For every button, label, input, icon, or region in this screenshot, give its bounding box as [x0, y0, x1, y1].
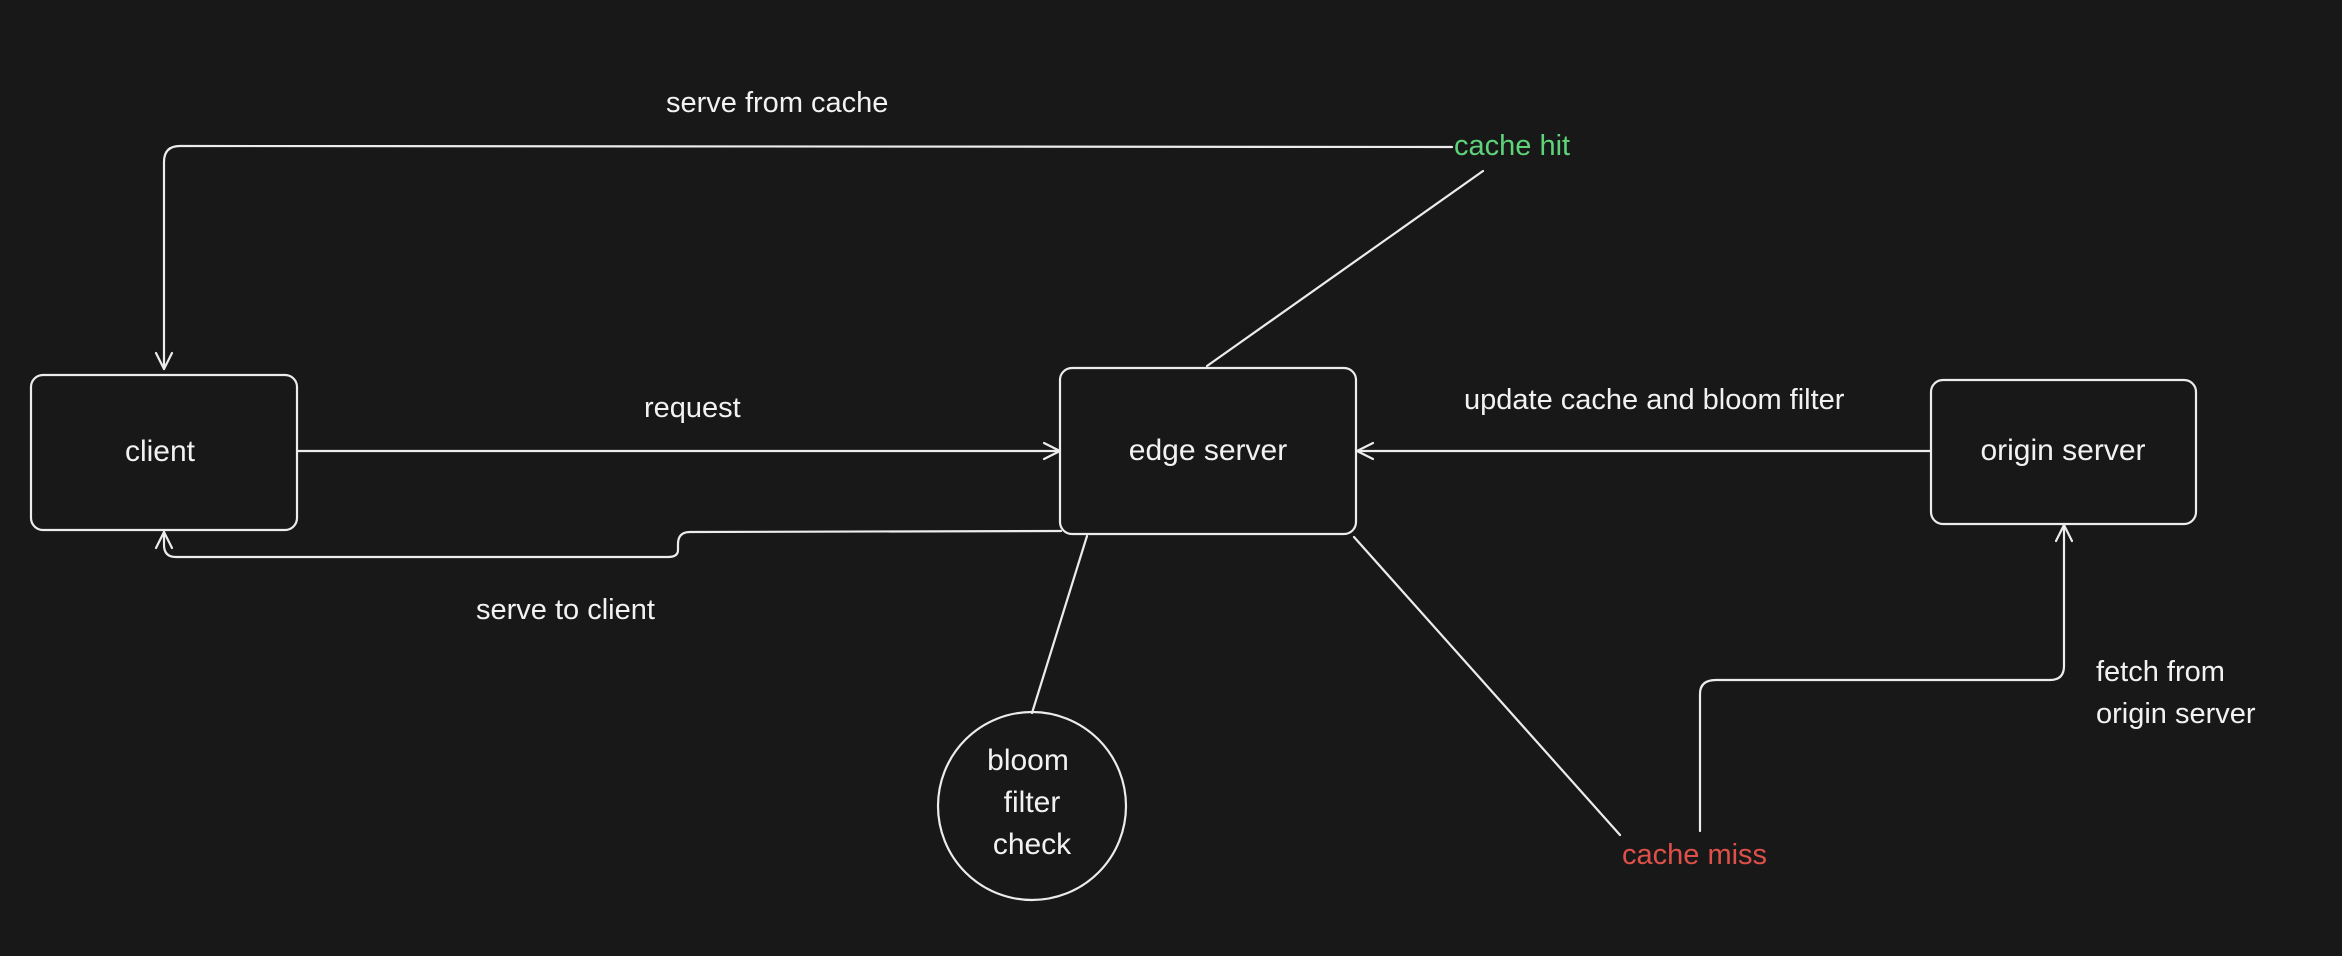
edge-server-box [1058, 366, 1358, 536]
origin-server-node: origin server [1929, 378, 2198, 526]
fetch-from-origin-arrow [1698, 523, 2074, 833]
fetch-from-origin-label-line-1: fetch from [2096, 656, 2225, 688]
cache-miss-label: cache miss [1622, 839, 1767, 871]
request-label: request [644, 392, 741, 424]
update-cache-label: update cache and bloom filter [1464, 384, 1845, 416]
client-label: client [125, 435, 196, 468]
cache-hit-label: cache hit [1454, 130, 1570, 162]
serve-to-client-arrow [154, 529, 1063, 559]
client-node: client [29, 373, 299, 532]
bloom-filter-check-label-line-3: check [993, 828, 1072, 861]
edge-server-node: edge server [1058, 366, 1358, 536]
fetch-from-origin-label-line-2: origin server [2096, 698, 2256, 730]
bloom-filter-check-label-line-1: bloom [987, 744, 1069, 777]
client-box [29, 373, 299, 532]
edge-to-cache-miss-line [1352, 535, 1622, 837]
edge-server-label: edge server [1129, 434, 1287, 467]
serve-from-cache-arrow [154, 144, 1454, 371]
serve-to-client-label: serve to client [476, 594, 655, 626]
serve-from-cache-label: serve from cache [666, 87, 888, 119]
bloom-filter-check-node: bloom filter check [936, 710, 1128, 902]
bloom-filter-check-label-line-2: filter [1004, 786, 1061, 819]
origin-server-box [1929, 378, 2198, 526]
edge-to-bloom-line [1030, 534, 1089, 715]
origin-server-label: origin server [1980, 434, 2145, 467]
bloom-filter-check-circle [936, 710, 1128, 902]
edge-to-cache-hit-line [1205, 169, 1485, 368]
